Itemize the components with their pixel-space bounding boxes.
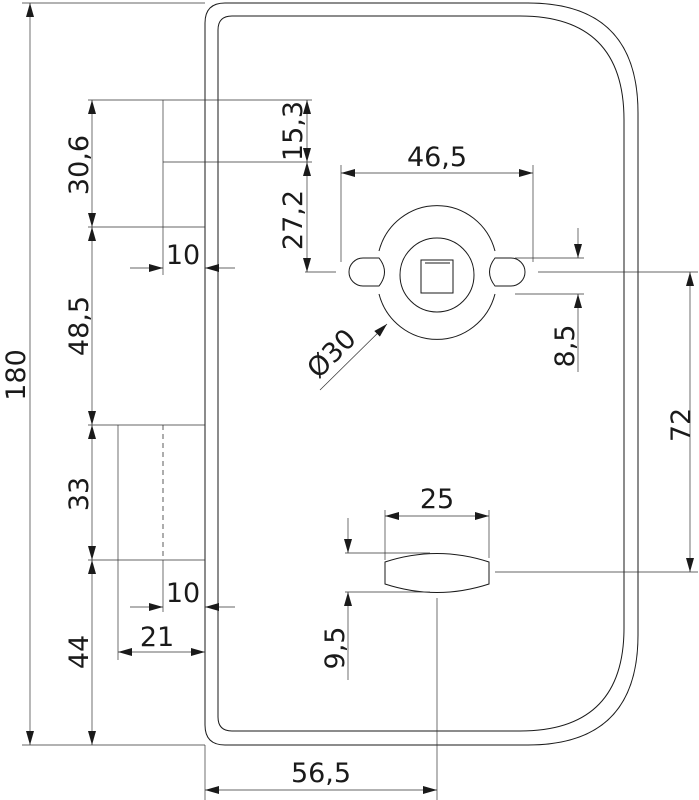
plate-inner-outline [217,15,625,732]
handle [384,553,490,593]
label-27-2: 27,2 [278,190,309,250]
label-30-6: 30,6 [64,135,95,195]
label-15-3: 15,3 [278,101,309,161]
label-72: 72 [666,408,697,442]
plate-outline [204,2,639,746]
label-10-lower: 10 [166,578,200,609]
label-180: 180 [1,349,32,401]
label-10-top: 10 [166,240,200,271]
label-44: 44 [64,635,95,669]
label-21: 21 [140,622,174,653]
label-48-5: 48,5 [64,296,95,356]
top-block: 10 [88,99,312,275]
dimension-column-left: 30,6 48,5 33 44 [64,100,96,745]
label-46-5: 46,5 [407,142,467,173]
lower-block: 10 21 [88,424,235,660]
label-8-5: 8,5 [550,325,581,368]
label-56-5: 56,5 [291,758,351,789]
label-9-5: 9,5 [320,627,351,670]
lock-cylinder [348,205,526,340]
label-25: 25 [420,484,454,515]
label-33: 33 [64,477,95,511]
label-diameter-30: Ø30 [301,323,362,384]
dimension-total-height: 180 [1,2,205,745]
